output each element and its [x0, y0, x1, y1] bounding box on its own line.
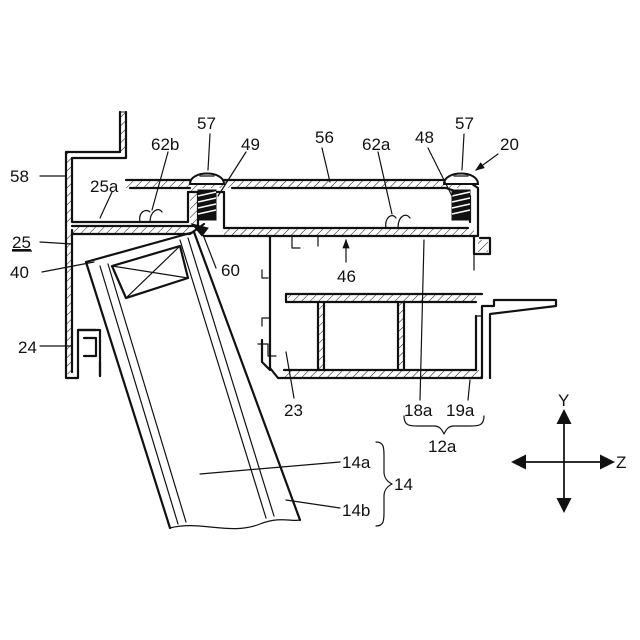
axis-indicator: [514, 412, 612, 510]
upper-chamber: [72, 188, 478, 278]
top-cover-56: [126, 180, 478, 222]
label-12a: 12a: [428, 437, 457, 456]
label-14a: 14a: [342, 453, 371, 472]
label-23: 23: [284, 401, 303, 420]
label-18a: 18a: [404, 401, 433, 420]
label-48: 48: [415, 128, 434, 147]
glass-panel-14: [86, 232, 300, 529]
label-57-right: 57: [455, 114, 474, 133]
label-57-left: 57: [197, 114, 216, 133]
label-19a: 19a: [446, 401, 475, 420]
label-14b: 14b: [342, 501, 370, 520]
axis-z-label: Z: [616, 453, 626, 472]
label-58: 58: [10, 167, 29, 186]
label-56: 56: [315, 128, 334, 147]
label-25a: 25a: [90, 177, 119, 196]
axis-y-label: Y: [558, 391, 569, 410]
screw-57-right: [444, 174, 478, 221]
label-46: 46: [337, 267, 356, 286]
label-49: 49: [241, 135, 260, 154]
profile-12a: [258, 236, 556, 378]
label-25: 25: [12, 233, 31, 252]
label-20: 20: [500, 135, 519, 154]
label-24: 24: [18, 338, 37, 357]
label-60: 60: [221, 261, 240, 280]
label-62b: 62b: [151, 135, 179, 154]
label-40: 40: [10, 263, 29, 282]
label-62a: 62a: [362, 135, 391, 154]
label-14: 14: [394, 475, 413, 494]
